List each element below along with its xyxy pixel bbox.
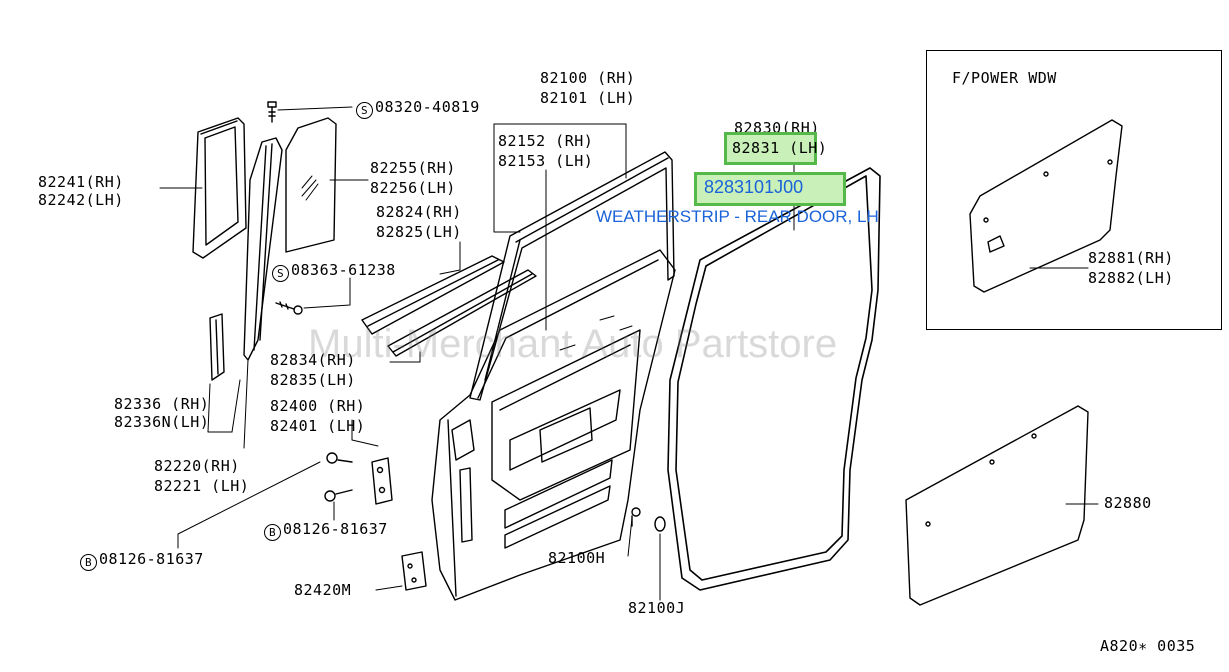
- screw-08320: [267, 101, 277, 123]
- seal-strip: [209, 313, 225, 381]
- label-82152: 82152 (RH): [498, 132, 594, 150]
- leader-lines: [159, 106, 1099, 601]
- inset-trim-board: [969, 119, 1123, 293]
- label-82255: 82255(RH): [370, 159, 456, 177]
- label-82241: 82241(RH): [38, 173, 124, 191]
- label-82881: 82881(RH): [1088, 249, 1174, 267]
- label-82880: 82880: [1104, 494, 1152, 512]
- door-striker: [401, 551, 427, 591]
- figure-code: A820∗ 0035: [1100, 637, 1196, 655]
- s-circle-icon: S: [272, 265, 289, 282]
- label-82336: 82336 (RH): [114, 395, 210, 413]
- division-sash: [243, 137, 283, 361]
- inset-box: [926, 50, 1222, 330]
- label-08126-b-text: 08126-81637: [99, 550, 204, 568]
- door-sash-frame: [469, 151, 675, 401]
- b-circle-icon: B: [264, 524, 281, 541]
- label-82100j: 82100J: [628, 599, 686, 617]
- label-82400: 82400 (RH): [270, 397, 366, 415]
- label-82256: 82256(LH): [370, 179, 456, 197]
- label-82100h: 82100H: [548, 549, 606, 567]
- label-82220: 82220(RH): [154, 457, 240, 475]
- inset-title: F/POWER WDW: [952, 69, 1057, 87]
- screw-08363: [275, 301, 303, 315]
- label-82401: 82401 (LH): [270, 417, 366, 435]
- label-82831: 82831 (LH): [732, 139, 828, 157]
- door-trim-board: [905, 405, 1089, 606]
- label-82882: 82882(LH): [1088, 269, 1174, 287]
- highlight-box-82831: [724, 132, 817, 165]
- label-08320-text: 08320-40819: [375, 98, 480, 116]
- plug-and-bolt: [631, 507, 666, 532]
- label-82153: 82153 (LH): [498, 152, 594, 170]
- label-82834: 82834(RH): [270, 351, 356, 369]
- label-82221: 82221 (LH): [154, 477, 250, 495]
- part-description: WEATHERSTRIP - REAR DOOR, LH: [596, 207, 879, 226]
- label-82420m: 82420M: [294, 581, 352, 599]
- label-82100: 82100 (RH): [540, 69, 636, 87]
- b-circle-icon: B: [80, 554, 97, 571]
- part-number-link[interactable]: 8283101J00: [704, 177, 804, 197]
- s-circle-icon: S: [356, 102, 373, 119]
- label-08126-a-text: 08126-81637: [283, 520, 388, 538]
- door-weatherstrip: [667, 167, 881, 591]
- watermark: Multi-Merchant Auto Partstore: [308, 322, 838, 366]
- label-08363-text: 08363-61238: [291, 261, 396, 279]
- label-82242: 82242(LH): [38, 191, 124, 209]
- label-82835: 82835(LH): [270, 371, 356, 389]
- hinge-bolts: [324, 452, 353, 502]
- quarter-window-frame: [192, 117, 247, 259]
- highlight-box-part-number: [694, 172, 846, 206]
- label-82101: 82101 (LH): [540, 89, 636, 107]
- label-82336n: 82336N(LH): [114, 413, 210, 431]
- door-hinge: [371, 457, 393, 505]
- label-82825: 82825(LH): [376, 223, 462, 241]
- door-shell: [431, 249, 676, 601]
- label-82824: 82824(RH): [376, 203, 462, 221]
- quarter-glass: [285, 117, 337, 253]
